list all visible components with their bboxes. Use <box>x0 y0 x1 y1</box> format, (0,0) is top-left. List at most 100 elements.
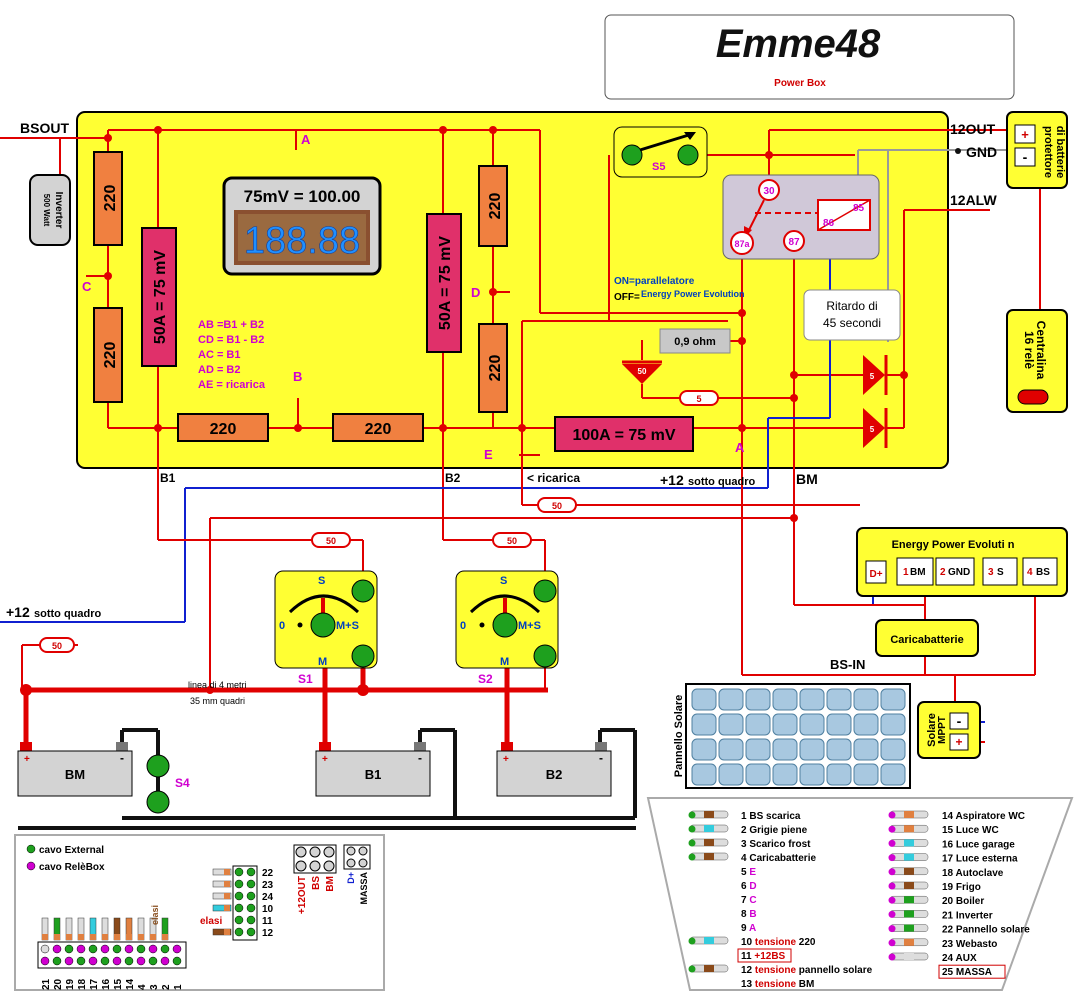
svg-text:Inverter: Inverter <box>53 192 64 229</box>
svg-text:D+: D+ <box>869 569 882 580</box>
svg-text:AD = B2: AD = B2 <box>198 364 241 376</box>
connector-col-label: 1 <box>173 984 184 990</box>
solar-cell <box>772 763 798 786</box>
pin-label: 23 Webasto <box>942 939 997 950</box>
pin-label: 19 Frigo <box>942 882 981 893</box>
pin-dot <box>888 882 896 890</box>
svg-text:AE = ricarica: AE = ricarica <box>198 379 266 391</box>
pin-wire-color <box>904 953 914 960</box>
batteries: + - BM + - B1 + - B2 <box>17 742 612 797</box>
out12-label: 12OUT <box>950 121 996 137</box>
thick-cables <box>23 660 548 750</box>
connector-pin <box>246 891 256 901</box>
connector-pin <box>246 927 256 937</box>
svg-text:BM: BM <box>796 471 818 487</box>
pin-label: 15 Luce WC <box>942 825 999 836</box>
pin-label: 22 Pannello solare <box>942 925 1030 936</box>
svg-text:S4: S4 <box>175 776 190 790</box>
svg-text:C: C <box>82 279 92 294</box>
fuses: 5 50 50 50 50 <box>39 390 719 653</box>
resistors: 220 220 220 220 220 220 <box>93 151 508 442</box>
svg-text:86: 86 <box>823 218 835 229</box>
diodes-5: 5 5 <box>863 355 888 448</box>
svg-text:BS-IN: BS-IN <box>830 657 865 672</box>
svg-text:Ritardo di: Ritardo di <box>826 299 877 313</box>
solar-cell <box>853 763 879 786</box>
solar-cell <box>772 688 798 711</box>
pin-label: 9 A <box>741 923 756 934</box>
delay-box: Ritardo di 45 secondi <box>803 289 901 341</box>
svg-text:D+: D+ <box>346 872 356 884</box>
connector-pin <box>112 944 122 954</box>
svg-text:S: S <box>318 575 325 587</box>
connector-pin <box>136 944 146 954</box>
svg-text:MPPT: MPPT <box>937 716 948 744</box>
s5-off-prefix: OFF= <box>614 292 640 303</box>
svg-text:4: 4 <box>1027 567 1033 578</box>
svg-text:CD = B1 - B2: CD = B1 - B2 <box>198 334 264 346</box>
pin-dot <box>888 925 896 933</box>
svg-text:Solare: Solare <box>926 713 938 747</box>
svg-text:85: 85 <box>853 203 865 214</box>
pin-dot <box>888 825 896 833</box>
wire-stub <box>212 880 232 888</box>
svg-text:+12OUT: +12OUT <box>297 876 308 914</box>
svg-text:+: + <box>955 735 962 749</box>
s1-label: S1 <box>298 672 313 686</box>
solar-cell <box>826 713 852 736</box>
svg-text:M+S: M+S <box>518 620 541 632</box>
connector-pin <box>100 956 110 966</box>
connector-col-label: 17 <box>89 978 100 990</box>
connector-pin <box>112 956 122 966</box>
svg-text:5: 5 <box>696 394 701 404</box>
switch-s4: S4 <box>146 754 190 814</box>
solar-cell <box>799 738 825 761</box>
svg-text:2: 2 <box>940 567 946 578</box>
pin-label: 18 Autoclave <box>942 868 1004 879</box>
pin-wire-color <box>704 965 714 972</box>
svg-text:B: B <box>293 369 302 384</box>
solar-cell <box>799 713 825 736</box>
connector-pin <box>40 944 50 954</box>
connector-pin <box>40 956 50 966</box>
svg-text:S5: S5 <box>652 161 665 173</box>
wire-stub-tip <box>42 934 48 940</box>
s2-label: S2 <box>478 672 493 686</box>
ohm-label: 0,9 ohm <box>674 336 716 348</box>
pin-label: 6 D <box>741 881 757 892</box>
pin-label: 12 tensione pannello solare <box>741 965 873 976</box>
solar-cell <box>745 688 771 711</box>
pin-dot <box>888 910 896 918</box>
pin-wire-color <box>904 896 914 904</box>
solar-cell <box>691 763 717 786</box>
wire-stub-tip <box>78 934 84 940</box>
connector-pin <box>234 927 244 937</box>
pin-label: 21 Inverter <box>942 910 993 921</box>
pin-dot <box>688 811 696 819</box>
connector-pin <box>246 903 256 913</box>
svg-text:A: A <box>301 132 311 147</box>
pin-label: 7 C <box>741 895 757 906</box>
solar-cell <box>853 713 879 736</box>
svg-text:BM: BM <box>910 567 926 578</box>
svg-text:GND: GND <box>948 567 970 578</box>
energy-power-box: Energy Power Evoluti n D+ 1 BM 2 GND 3 S… <box>856 527 1068 597</box>
pin-wire-color <box>904 853 914 861</box>
connector-pin <box>234 915 244 925</box>
svg-text:Centralina: Centralina <box>1034 321 1048 380</box>
svg-text:+: + <box>1021 127 1029 142</box>
connector-pin <box>234 891 244 901</box>
connector-col-label: 3 <box>149 984 160 990</box>
solar-panel: Pannello Solare <box>673 683 911 789</box>
svg-text:AC = B1: AC = B1 <box>198 349 241 361</box>
connector-row-label: 11 <box>262 916 273 927</box>
shunt-main-label: 100A = 75 mV <box>572 427 675 444</box>
solar-cell <box>691 688 717 711</box>
svg-text:MASSA: MASSA <box>359 872 369 905</box>
connector-pin <box>88 956 98 966</box>
pin-highlight-box <box>938 964 1006 979</box>
wire-stub <box>212 928 232 936</box>
switch-s5: S5 <box>613 126 708 178</box>
connector-pin <box>64 944 74 954</box>
